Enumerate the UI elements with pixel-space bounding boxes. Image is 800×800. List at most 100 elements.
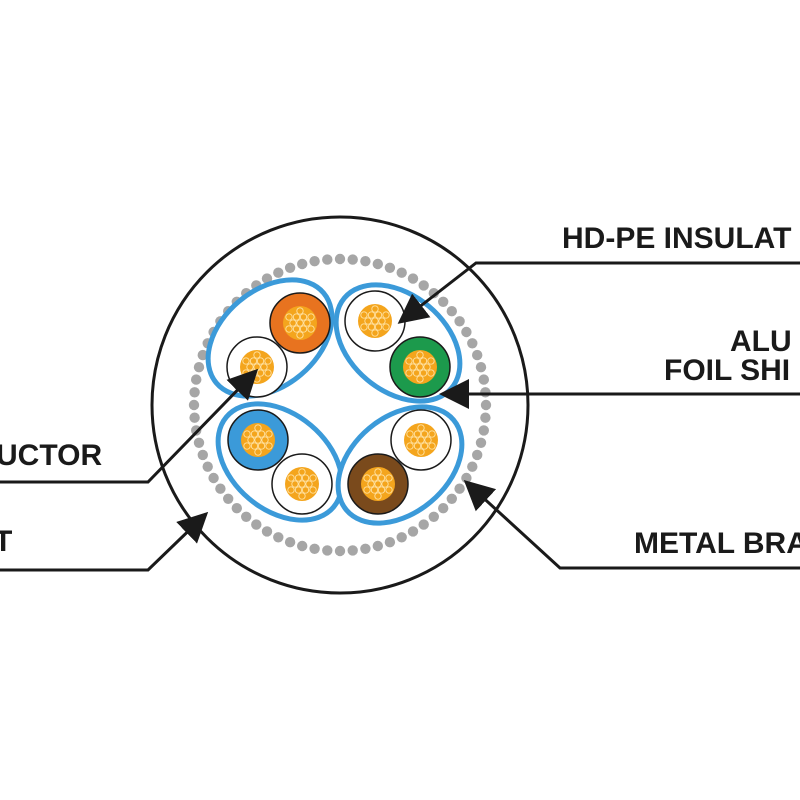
- conductor-strand: [374, 323, 383, 331]
- copper-conductor: [403, 350, 437, 384]
- conductor-strand: [412, 369, 421, 377]
- braid-dot: [446, 493, 457, 504]
- conductor-strand: [405, 357, 413, 365]
- braid-dot: [273, 267, 284, 278]
- conductor-strand: [360, 323, 368, 331]
- wire-white-green: [344, 290, 406, 352]
- conductor-strand: [360, 311, 368, 319]
- conductor-strand: [417, 424, 425, 432]
- conductor-strand: [382, 311, 390, 319]
- conductor-strand: [254, 448, 262, 456]
- leader-hdpe-insulation: [397, 261, 800, 324]
- conductor-strand: [285, 325, 293, 333]
- braid-dot: [261, 526, 273, 537]
- conductor-strand: [265, 430, 273, 438]
- braid-dot: [334, 545, 346, 557]
- conductor-strand: [374, 492, 382, 500]
- braid-dot: [480, 412, 491, 423]
- conductor-strand: [363, 486, 371, 494]
- copper-conductor: [358, 304, 392, 338]
- conductor-strand: [428, 430, 436, 438]
- wire-white-orange: [226, 336, 288, 398]
- conductor-strand: [287, 486, 295, 494]
- braid-dot: [372, 540, 383, 552]
- conductor-strand: [427, 369, 435, 377]
- braid-dot: [251, 519, 262, 530]
- braid-dot: [475, 362, 487, 373]
- leader-conductor: [0, 368, 259, 484]
- conductor-strand: [287, 474, 295, 482]
- outer-jacket: [150, 215, 530, 595]
- conductor-strand: [367, 480, 375, 488]
- leader-jacket: [0, 511, 209, 572]
- conductor-strand: [260, 363, 268, 371]
- conductor-strand: [420, 442, 429, 450]
- conductor-strand: [301, 486, 310, 494]
- label-aluminum-line1: ALU: [730, 325, 792, 358]
- conductor-strand: [243, 430, 251, 438]
- braid-dot: [309, 256, 320, 267]
- conductor-strand: [256, 357, 265, 365]
- conductor-strand: [309, 474, 317, 482]
- braid-dot: [215, 483, 226, 494]
- conductor-strand: [419, 357, 428, 365]
- braid-dot: [472, 349, 483, 361]
- conductor-strand: [367, 323, 376, 331]
- conductor-strand: [261, 436, 269, 444]
- conductor-strand: [364, 317, 372, 325]
- wire-brown: [347, 453, 409, 515]
- conductor-strand: [371, 317, 379, 325]
- conductor-strand: [377, 486, 386, 494]
- label-hdpe-insulation: HD-PE INSULAT: [562, 222, 791, 255]
- braid-dot: [347, 254, 358, 265]
- conductor-strand: [264, 357, 272, 365]
- braid-dot: [480, 399, 492, 411]
- conductor-strand: [307, 313, 315, 321]
- conductor-strand: [298, 492, 306, 500]
- copper-conductor: [404, 423, 438, 457]
- braid-dot: [223, 493, 234, 504]
- wire-orange: [269, 292, 331, 354]
- braid-dot: [428, 288, 439, 299]
- conductor-strand: [250, 430, 259, 438]
- conductor-strand: [292, 325, 301, 333]
- conductor-strand: [285, 313, 293, 321]
- braid-dot: [360, 256, 371, 267]
- leader-metal-braid: [463, 479, 800, 570]
- conductor-strand: [378, 317, 386, 325]
- braid-dot: [231, 503, 242, 514]
- braid-dot: [396, 267, 407, 278]
- conductor-strand: [423, 363, 431, 371]
- label-jacket: T: [0, 525, 12, 558]
- braid-dot: [396, 532, 407, 543]
- braid-dot: [297, 540, 308, 552]
- braid-dot: [284, 262, 296, 273]
- conductor-strand: [424, 436, 432, 444]
- conductor-strand: [416, 351, 424, 359]
- conductor-strand: [296, 331, 304, 339]
- conductor-strand: [247, 436, 255, 444]
- braid-dot: [347, 545, 358, 556]
- braid-dot: [454, 316, 465, 327]
- braid-dot: [193, 437, 205, 448]
- conductor-strand: [420, 430, 429, 438]
- braid-dot: [418, 280, 429, 291]
- conductor-strand: [406, 430, 414, 438]
- conductor-strand: [382, 323, 390, 331]
- braid-dot: [428, 511, 439, 522]
- braid-dot: [446, 306, 457, 317]
- braid-dot: [297, 258, 308, 270]
- braid-dot: [241, 511, 252, 522]
- braid-dot: [322, 254, 333, 265]
- conductor-strand: [377, 474, 386, 482]
- conductor-strand: [374, 468, 382, 476]
- conductor-strand: [298, 468, 306, 476]
- conductor-strand: [254, 424, 262, 432]
- braid-dot: [188, 399, 200, 411]
- copper-conductor: [241, 423, 275, 457]
- conductor-strand: [264, 369, 272, 377]
- braid-dot: [407, 273, 419, 284]
- conductor-strand: [417, 436, 425, 444]
- conductor-strand: [419, 369, 428, 377]
- copper-conductor: [240, 350, 274, 384]
